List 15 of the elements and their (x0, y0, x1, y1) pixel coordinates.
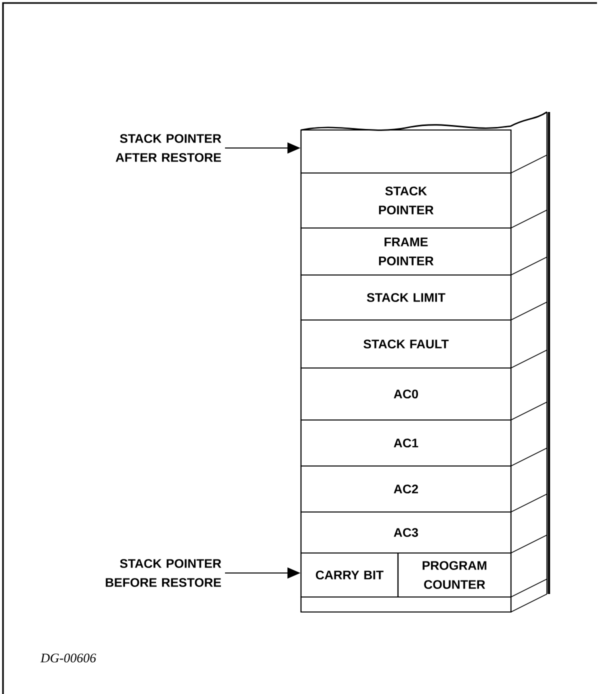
stack-cell: PROGRAM COUNTER (397, 552, 512, 598)
stack-cell: STACK FAULT (300, 319, 512, 369)
stack-cell: CARRY BIT (300, 552, 399, 598)
figure-number: DG-00606 (40, 654, 96, 662)
pointer-label: STACK POINTER AFTER RESTORE (116, 134, 222, 162)
stack-cell: AC1 (300, 419, 512, 467)
stack-cell: FRAME POINTER (300, 227, 512, 276)
empty-stack-cell (300, 129, 512, 174)
pointer-label: STACK POINTER BEFORE RESTORE (106, 559, 222, 587)
stack-cell: STACK POINTER (300, 172, 512, 229)
stack-cell: AC0 (300, 367, 512, 421)
empty-stack-cell (300, 596, 512, 613)
stack-cell: AC3 (300, 511, 512, 554)
stack-cell: STACK LIMIT (300, 274, 512, 321)
stack-cell: AC2 (300, 465, 512, 513)
